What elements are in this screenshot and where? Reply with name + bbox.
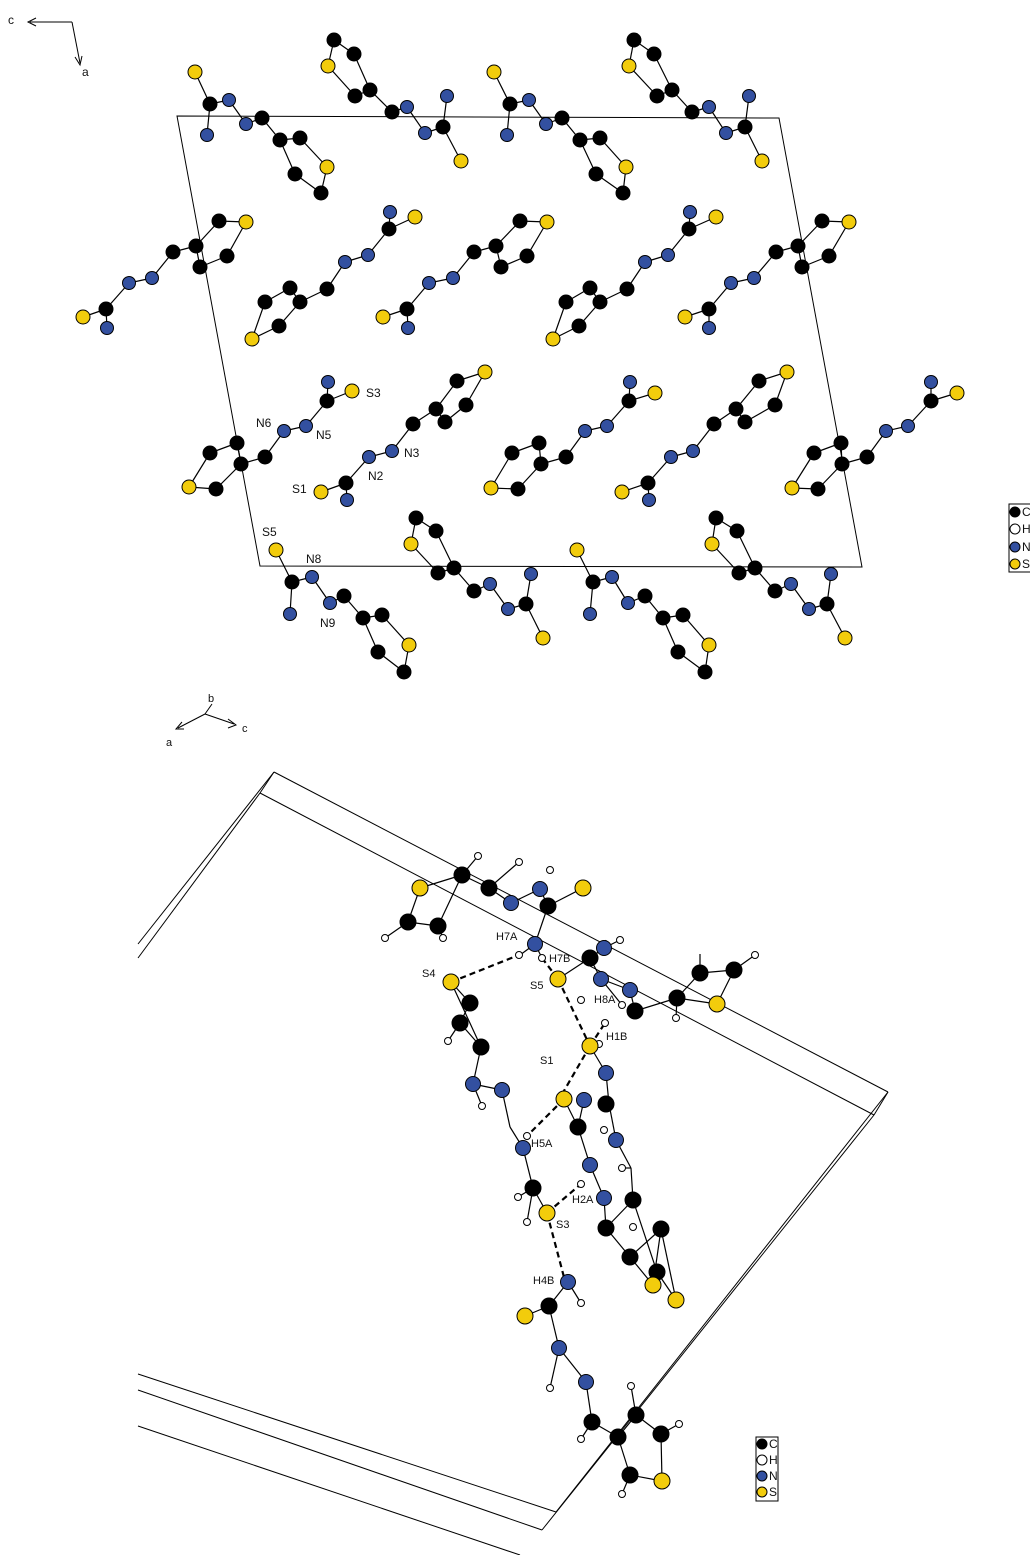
hydrogen-bond-view: b a c	[137, 693, 889, 1555]
legend-bottom-N: N	[769, 1469, 778, 1483]
label-H8A: H8A	[594, 994, 616, 1006]
legend-top-C: C	[1022, 505, 1030, 519]
bottom-bonds	[384, 855, 756, 1495]
legend-bottom-C: C	[769, 1437, 778, 1451]
bottom-atom-labels: H7A H7B S4 S5 H8A H1B S1 H5A H2A S3 H4B	[422, 931, 627, 1287]
bottom-atoms	[381, 852, 759, 1498]
label-N8: N8	[306, 552, 322, 566]
legend-top-H: H	[1022, 522, 1030, 536]
packing-view-ac: c a	[8, 13, 1030, 680]
unit-cell-perspective	[137, 771, 889, 1555]
top-legend: C H N S	[1008, 503, 1030, 573]
axis-label-b: b	[208, 693, 214, 705]
label-S1-top: S1	[292, 482, 307, 496]
label-S4: S4	[422, 968, 435, 980]
axis-label-c: c	[8, 13, 14, 27]
label-S5-bottom: S5	[530, 980, 543, 992]
label-S5-top: S5	[262, 525, 277, 539]
axis-indicator-bottom	[174, 703, 238, 730]
label-N2: N2	[368, 469, 384, 483]
unit-cell-outline	[176, 115, 863, 568]
label-H4B: H4B	[533, 1275, 554, 1287]
label-S3-bottom: S3	[556, 1219, 569, 1231]
legend-bottom-S: S	[769, 1485, 777, 1499]
hydrogen-bond-lines	[450, 953, 606, 1282]
label-N9: N9	[320, 616, 336, 630]
label-H7B: H7B	[549, 953, 570, 965]
label-N3: N3	[404, 446, 420, 460]
axis-label-c-bottom: c	[242, 723, 248, 735]
label-H5A: H5A	[531, 1138, 553, 1150]
bottom-legend: C H N S	[755, 1436, 779, 1502]
label-N5: N5	[316, 428, 332, 442]
label-S1-bottom: S1	[540, 1055, 553, 1067]
label-H2A: H2A	[572, 1194, 594, 1206]
top-atom-labels: S3 N6 N5 N3 N2 S1 S5 N8 N9	[256, 386, 420, 630]
label-S3-top: S3	[366, 386, 381, 400]
label-H1B: H1B	[606, 1031, 627, 1043]
axis-label-a-bottom: a	[166, 737, 173, 749]
legend-bottom-H: H	[769, 1453, 778, 1467]
top-atoms	[75, 32, 965, 680]
legend-top-N: N	[1022, 540, 1030, 554]
axis-label-a: a	[82, 65, 89, 79]
legend-top-S: S	[1022, 557, 1030, 571]
axis-indicator-top	[26, 17, 83, 67]
label-N6: N6	[256, 416, 272, 430]
label-H7A: H7A	[496, 931, 518, 943]
